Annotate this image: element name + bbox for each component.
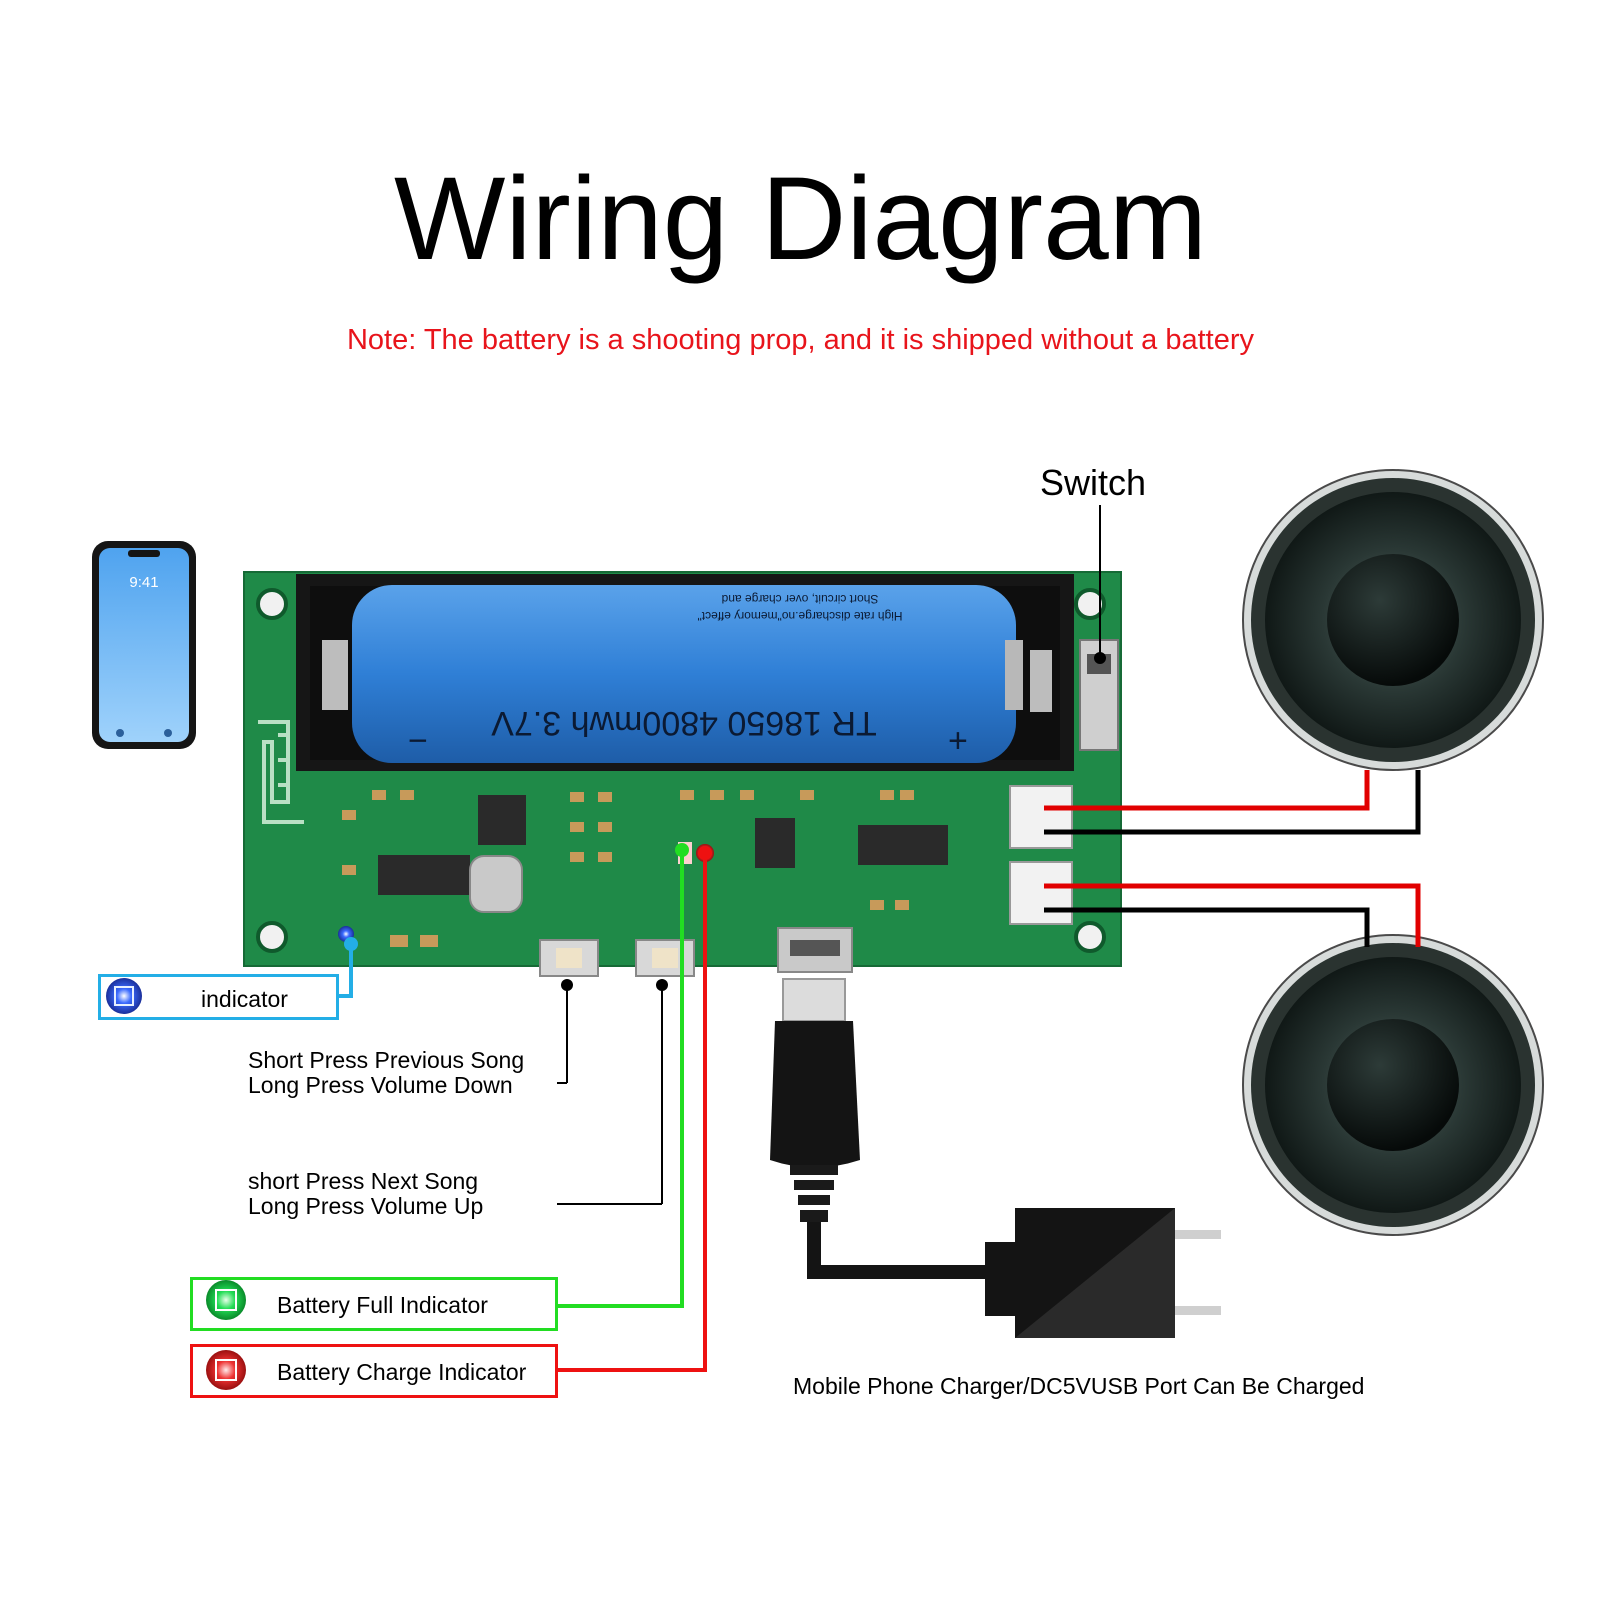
indicator-label: indicator [201, 986, 288, 1012]
battery-fineprint-1: High rate discharge.no"memory effect" [697, 609, 902, 623]
battery-label: TR 18650 4800mwh 3.7V [491, 704, 877, 742]
switch-pointer-dot [1094, 652, 1106, 664]
battery-full-indicator-box: Battery Full Indicator [190, 1277, 558, 1331]
led-icon [206, 1350, 246, 1390]
shipping-note: Note: The battery is a shooting prop, an… [346, 324, 1255, 356]
speaker-wires [1044, 770, 1421, 947]
charger-label: Mobile Phone Charger/DC5VUSB Port Can Be… [793, 1373, 1365, 1399]
battery-icon: TR 18650 4800mwh 3.7V High rate discharg… [408, 592, 968, 760]
battery-charge-label: Battery Charge Indicator [277, 1359, 527, 1385]
speaker-icon [1242, 934, 1544, 1236]
prev-button-desc-2: Long Press Volume Down [248, 1072, 513, 1098]
led-icon [106, 978, 142, 1014]
battery-fineprint-2: Short circuit, over charge and [722, 592, 879, 606]
prev-button-dot [561, 979, 573, 991]
phone-icon: 9:41 [92, 541, 196, 749]
pcb-board [243, 571, 1122, 977]
phone-time: 9:41 [129, 574, 158, 591]
next-button-desc-2: Long Press Volume Up [248, 1193, 484, 1219]
next-button-desc-1: short Press Next Song [248, 1168, 479, 1194]
battery-charge-indicator-box: Battery Charge Indicator [190, 1344, 558, 1398]
usb-plug-icon [770, 978, 990, 1279]
switch-label: Switch [1040, 462, 1147, 503]
page-title: Wiring Diagram [393, 153, 1208, 285]
next-button-dot [656, 979, 668, 991]
wall-adapter-icon [985, 1208, 1221, 1338]
battery-minus: − [408, 722, 428, 760]
battery-full-label: Battery Full Indicator [277, 1292, 488, 1318]
bluetooth-indicator-box: indicator [98, 974, 339, 1020]
battery-plus: + [948, 722, 968, 760]
prev-button-desc-1: Short Press Previous Song [248, 1047, 525, 1073]
button-leaders [557, 985, 663, 1205]
red-indicator-leader [558, 853, 707, 1372]
green-indicator-leader [558, 850, 684, 1308]
speaker-icon [1242, 469, 1544, 771]
blue-indicator-leader [339, 944, 353, 998]
led-icon [206, 1280, 246, 1320]
